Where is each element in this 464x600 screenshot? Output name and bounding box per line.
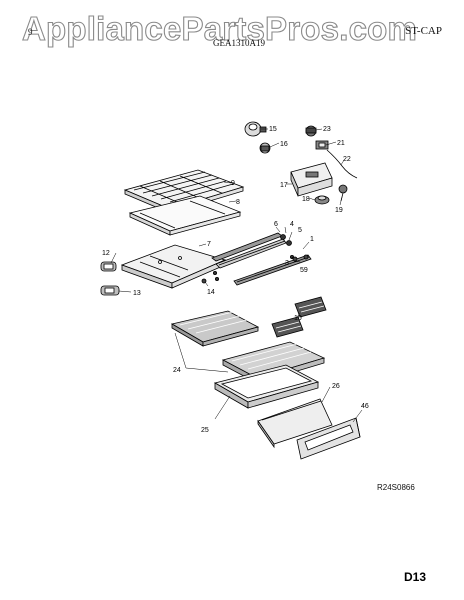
callout-18: 18 [302,196,310,203]
part-crisper-pan [257,398,333,449]
part-control-assembly [244,121,358,205]
part-crisper-shelf [170,310,260,347]
callout-14: 14 [207,289,215,296]
callout-12: 12 [102,250,110,257]
part-shelf-glass [128,195,242,236]
part-crisper-front [296,417,361,460]
callout-15: 15 [269,126,277,133]
section-code: ST-CAP [405,25,442,37]
callout-22: 22 [343,156,351,163]
callout-5: 5 [298,227,302,234]
callout-10: 10 [294,315,302,322]
callout-23: 23 [323,126,331,133]
part-shelf-flat [120,244,227,289]
callout-3: 3 [285,260,289,267]
callout-17: 17 [280,182,288,189]
callout-6: 6 [274,221,278,228]
callout-21: 21 [337,140,345,147]
header-mark: 9 [28,27,33,37]
model-number: GEA1310A19 [213,38,265,48]
callout-16: 16 [280,141,288,148]
part-crisper-frame [213,364,320,409]
callout-24: 24 [173,367,181,374]
leader-lines [110,128,363,423]
callout-9: 9 [231,180,235,187]
callout-59: 59 [300,267,308,274]
callout-46: 46 [361,403,369,410]
diagram-reference: R24S0866 [377,483,415,492]
part-shelf-rails [211,232,312,286]
callout-8: 8 [236,199,240,206]
callout-19: 19 [335,207,343,214]
part-crisper-slides [271,296,327,338]
page-code: D13 [404,570,427,584]
callout-25: 25 [201,427,209,434]
callout-13: 13 [133,290,141,297]
watermark-logo: AppliancePartsPros.com [21,9,418,47]
callout-1: 1 [310,236,314,243]
callout-4: 4 [290,221,294,228]
callout-26: 26 [332,383,340,390]
callout-7: 7 [207,241,211,248]
part-bracket-left [100,261,120,296]
